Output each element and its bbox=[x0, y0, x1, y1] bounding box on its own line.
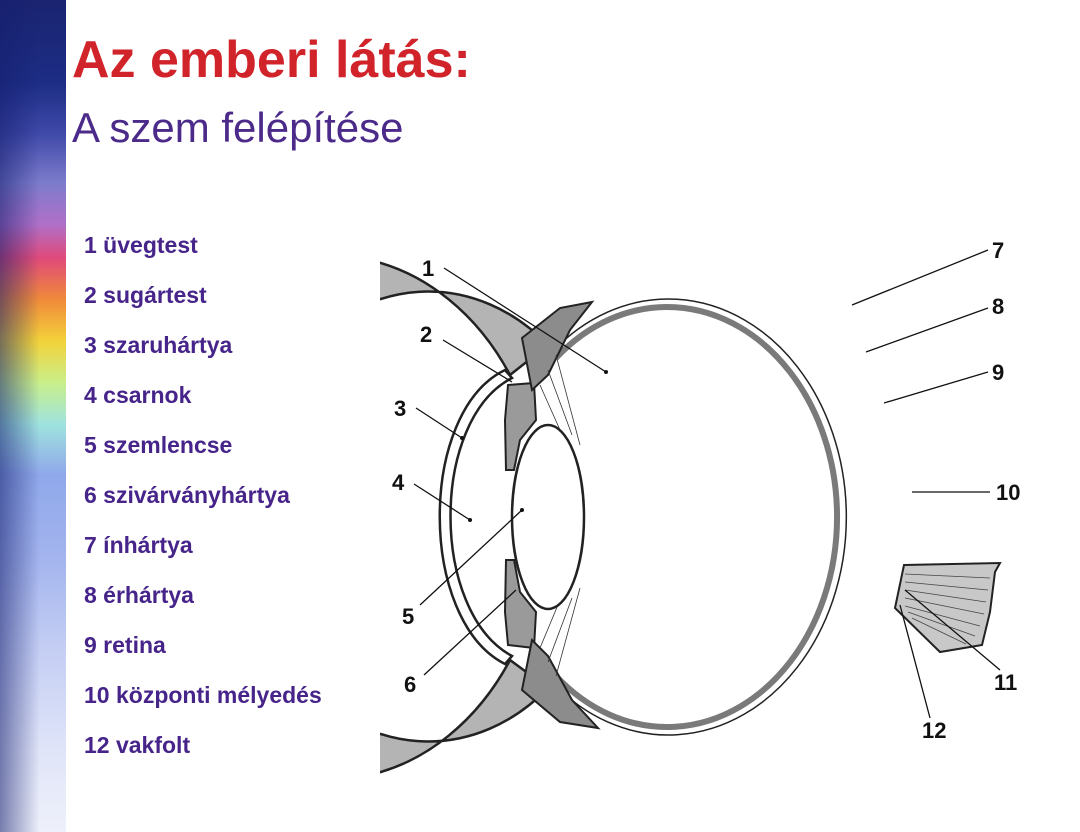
decorative-sidebar-gradient bbox=[0, 0, 66, 832]
legend-item-cornea: 3 szaruhártya bbox=[84, 332, 233, 358]
legend-item-iris: 6 szivárványhártya bbox=[84, 482, 290, 508]
retina-layer bbox=[551, 298, 848, 736]
callout-5: 5 bbox=[402, 604, 414, 629]
legend-item-chamber: 4 csarnok bbox=[84, 382, 192, 408]
legend-item-choroid: 8 érhártya bbox=[84, 582, 194, 608]
callout-2: 2 bbox=[420, 322, 432, 347]
callout-lines bbox=[413, 249, 1001, 719]
callout-12: 12 bbox=[922, 718, 946, 743]
legend-item-ciliary-body: 2 sugártest bbox=[84, 282, 207, 308]
zonular-fibers bbox=[539, 354, 581, 677]
callout-3: 3 bbox=[394, 396, 406, 421]
callout-dots bbox=[460, 370, 608, 522]
legend-item-sclera: 7 ínhártya bbox=[84, 532, 193, 558]
eye-cross-section-diagram: 1 2 3 4 5 6 7 8 9 10 11 12 bbox=[380, 238, 1020, 774]
page-subtitle: A szem felépítése bbox=[72, 104, 404, 151]
legend-item-vitreous: 1 üvegtest bbox=[84, 232, 198, 258]
ciliary-body-lower bbox=[520, 637, 601, 730]
callout-7: 7 bbox=[992, 238, 1004, 263]
legend-item-retina: 9 retina bbox=[84, 632, 166, 658]
callout-10: 10 bbox=[996, 480, 1020, 505]
page-title: Az emberi látás: bbox=[72, 31, 471, 89]
legend-item-lens: 5 szemlencse bbox=[84, 432, 233, 458]
legend-item-blind-spot: 12 vakfolt bbox=[84, 732, 191, 758]
callout-6: 6 bbox=[404, 672, 416, 697]
callout-4: 4 bbox=[392, 470, 405, 495]
callout-9: 9 bbox=[992, 360, 1004, 385]
sclera bbox=[380, 261, 550, 774]
ciliary-body-upper bbox=[520, 300, 595, 392]
legend-item-fovea: 10 központi mélyedés bbox=[84, 682, 322, 708]
legend-list: 1 üvegtest 2 sugártest 3 szaruhártya 4 c… bbox=[84, 228, 384, 778]
lens bbox=[510, 423, 586, 611]
callout-1: 1 bbox=[422, 256, 434, 281]
cornea bbox=[438, 368, 514, 666]
callout-11: 11 bbox=[994, 670, 1017, 695]
choroid-layer bbox=[553, 304, 841, 730]
optic-nerve-fibers bbox=[904, 573, 991, 645]
callout-8: 8 bbox=[992, 294, 1004, 319]
